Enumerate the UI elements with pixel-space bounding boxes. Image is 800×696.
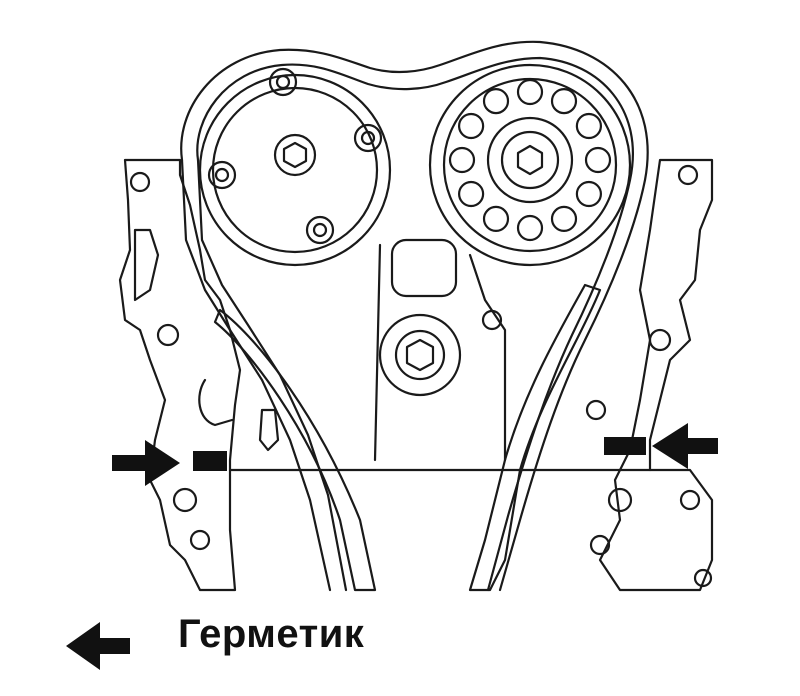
camshaft-sprocket-left xyxy=(198,67,392,267)
engine-block-outline xyxy=(118,158,242,592)
center-pulley-inner xyxy=(394,329,446,381)
bolt-hole xyxy=(679,489,701,511)
sprocket-hole xyxy=(516,78,544,106)
chain-guide-right xyxy=(468,283,602,592)
center-boss xyxy=(390,238,458,298)
left-recess xyxy=(198,378,234,427)
bolt-hole xyxy=(172,487,198,513)
sprocket-bolt xyxy=(353,123,383,153)
sprocket-hole xyxy=(516,214,544,242)
sealant-arrow-left-icon xyxy=(112,440,180,486)
bolt-hole xyxy=(129,171,151,193)
left-tab xyxy=(258,408,280,452)
sprocket-hex-bolt xyxy=(516,144,544,176)
sprocket-hex-bolt xyxy=(282,141,308,169)
camshaft-sprocket-right xyxy=(428,63,632,267)
sealant-mark-left xyxy=(193,451,227,471)
sprocket-hole xyxy=(550,205,578,232)
timing-chain xyxy=(180,40,649,592)
sprocket-hole xyxy=(550,87,578,115)
timing-chain xyxy=(196,158,348,592)
center-pulley xyxy=(378,313,462,397)
sprocket-hole xyxy=(448,146,476,174)
chain-guide-left xyxy=(213,308,377,592)
bolt-hole xyxy=(607,487,633,513)
bolt-hole xyxy=(648,328,672,352)
sealant-arrow-right-icon xyxy=(652,423,718,469)
sprocket-hole xyxy=(482,205,510,232)
sprocket-hole xyxy=(575,180,603,208)
timing-chain xyxy=(196,56,635,592)
sprocket-hole xyxy=(482,87,510,115)
sprocket-bolt xyxy=(268,67,298,97)
bolt-hole xyxy=(677,164,699,186)
timing-chain xyxy=(180,158,332,592)
block-inner-edge xyxy=(373,243,382,462)
bolt-hole xyxy=(693,568,713,588)
sprocket-bolt xyxy=(207,160,237,190)
sprocket-hole xyxy=(458,180,485,208)
sprocket-bolt xyxy=(305,215,335,245)
sprocket-hole xyxy=(458,112,485,140)
block-inner-edge xyxy=(468,253,507,462)
bolt-hole xyxy=(156,323,180,347)
legend-label: Герметик xyxy=(178,612,365,656)
left-bracket xyxy=(133,228,160,302)
bolt-hole xyxy=(589,534,611,556)
sprocket-hole xyxy=(575,112,603,140)
bolt-hole xyxy=(189,529,211,551)
sprocket-hole xyxy=(584,146,612,174)
center-bolt-hex xyxy=(405,338,435,372)
engine-block-outline-right xyxy=(598,158,714,592)
bolt-hole xyxy=(585,399,607,421)
left-arrow-icon xyxy=(66,622,130,670)
sealant-mark-right xyxy=(604,437,646,455)
